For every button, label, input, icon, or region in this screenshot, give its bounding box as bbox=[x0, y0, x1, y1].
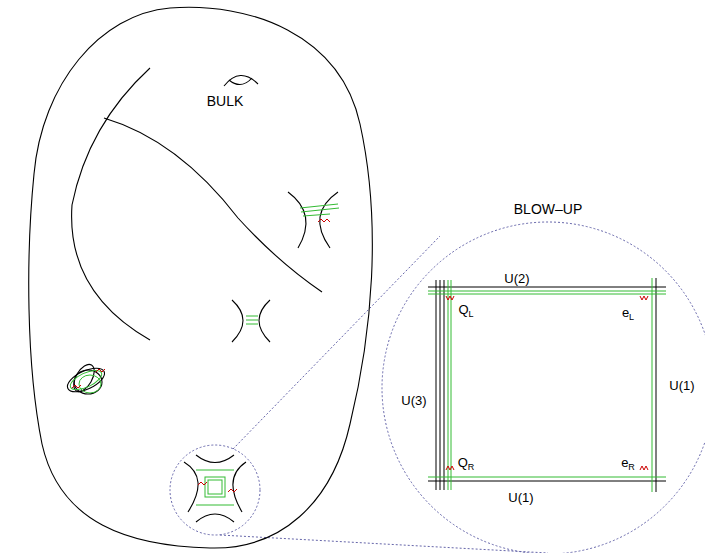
region-title: BULK bbox=[207, 94, 244, 109]
bulk-outline bbox=[29, 7, 373, 548]
string-wiggle bbox=[72, 385, 81, 388]
blowup-outline bbox=[382, 222, 705, 553]
knot bbox=[64, 363, 108, 396]
particle-label: eL bbox=[622, 306, 634, 323]
brane-curve bbox=[288, 192, 306, 248]
handle bbox=[229, 78, 252, 85]
brane-stack bbox=[428, 287, 666, 288]
brane-stack bbox=[300, 204, 339, 216]
string-wiggle bbox=[446, 296, 454, 300]
gauge-group-label: U(2) bbox=[504, 272, 529, 286]
brane-curve bbox=[196, 455, 234, 463]
brane-curve bbox=[184, 462, 198, 512]
string-wiggle bbox=[640, 466, 648, 470]
knot bbox=[74, 370, 102, 394]
gauge-group-label: U(1) bbox=[669, 379, 694, 393]
gauge-group-label: U(3) bbox=[401, 394, 426, 408]
particle-label: QR bbox=[458, 456, 475, 473]
particle-label: QL bbox=[458, 303, 473, 320]
brane-stack bbox=[448, 280, 451, 490]
knot bbox=[70, 361, 99, 395]
string-wiggle bbox=[228, 489, 237, 492]
knot bbox=[68, 366, 105, 393]
blowup-outline bbox=[382, 198, 705, 553]
brane-curve bbox=[233, 462, 246, 512]
zoom-leader bbox=[220, 535, 548, 553]
brane-stack bbox=[246, 316, 258, 324]
brane-stack bbox=[428, 291, 666, 294]
brane-stack bbox=[428, 481, 666, 482]
gauge-group-label: U(1) bbox=[508, 491, 533, 505]
bulk-region: BULK bbox=[20, 4, 380, 552]
string-wiggle bbox=[318, 219, 330, 222]
bulk-outline bbox=[20, 4, 380, 552]
string-wiggle bbox=[198, 482, 207, 485]
brane-box bbox=[208, 480, 222, 494]
brane-stack bbox=[656, 278, 657, 492]
brane-curve bbox=[232, 300, 243, 342]
brane-curve bbox=[259, 300, 270, 342]
brane-stack bbox=[652, 278, 653, 492]
zoom-circle bbox=[170, 445, 260, 535]
zoom-leader bbox=[233, 236, 440, 449]
particle-label: eR bbox=[621, 456, 635, 473]
brane-stack bbox=[436, 280, 444, 490]
knot bbox=[79, 375, 101, 393]
region-title: BLOW–UP bbox=[514, 202, 582, 217]
cycle-curve bbox=[72, 68, 150, 340]
brane-stack bbox=[428, 477, 666, 478]
string-wiggle bbox=[96, 369, 105, 372]
handle bbox=[224, 75, 258, 86]
brane-curve bbox=[196, 514, 234, 522]
string-wiggle bbox=[446, 466, 454, 470]
cycle-curve bbox=[104, 118, 322, 292]
string-wiggle bbox=[640, 296, 648, 300]
brane-box bbox=[205, 477, 225, 497]
brane-stack bbox=[196, 470, 234, 505]
blowup-circle: BLOW–UP bbox=[382, 198, 705, 553]
